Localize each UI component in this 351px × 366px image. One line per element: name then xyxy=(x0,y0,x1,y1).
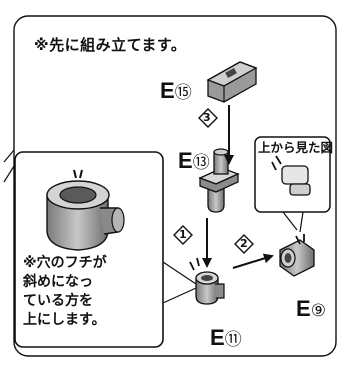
label-e13: E⑬ xyxy=(178,150,210,172)
label-e15-number: ⑮ xyxy=(174,83,192,102)
label-e9-letter: E xyxy=(296,296,311,321)
header-note: ※先に組み立てます。 xyxy=(34,36,187,54)
top-view-part xyxy=(271,155,311,196)
inset-top-view-caption: 上から見た図 xyxy=(258,140,334,155)
label-e9-number: ⑨ xyxy=(310,301,326,320)
outer-frame xyxy=(13,15,337,357)
label-e11-letter: E xyxy=(210,325,225,350)
label-e9: E⑨ xyxy=(296,298,326,320)
step-badge-1 xyxy=(173,225,193,245)
inset-hole-note-text: ※穴のフチが 斜めになっ ている方を 上にします。 xyxy=(23,255,107,328)
label-e11-number: ⑪ xyxy=(224,330,242,349)
label-e15: E⑮ xyxy=(160,80,192,102)
step-number-2: 2 xyxy=(240,237,248,250)
part-e11-illustration xyxy=(189,257,225,305)
step-number-3: 3 xyxy=(203,111,211,124)
label-e15-letter: E xyxy=(160,78,175,103)
step-number-1: 1 xyxy=(179,228,187,241)
assembly-arrow-2 xyxy=(232,253,274,269)
frame-pointer xyxy=(3,149,15,183)
step-badge-2 xyxy=(234,234,254,254)
label-e13-number: ⑬ xyxy=(192,153,210,172)
part-e15-illustration xyxy=(206,61,258,103)
label-e13-letter: E xyxy=(178,148,193,173)
part-e13-illustration xyxy=(198,148,240,213)
joint-part-large-illustration xyxy=(46,169,125,251)
part-e9-illustration xyxy=(279,234,315,277)
step-badge-3 xyxy=(198,108,218,128)
label-e11: E⑪ xyxy=(210,327,242,349)
